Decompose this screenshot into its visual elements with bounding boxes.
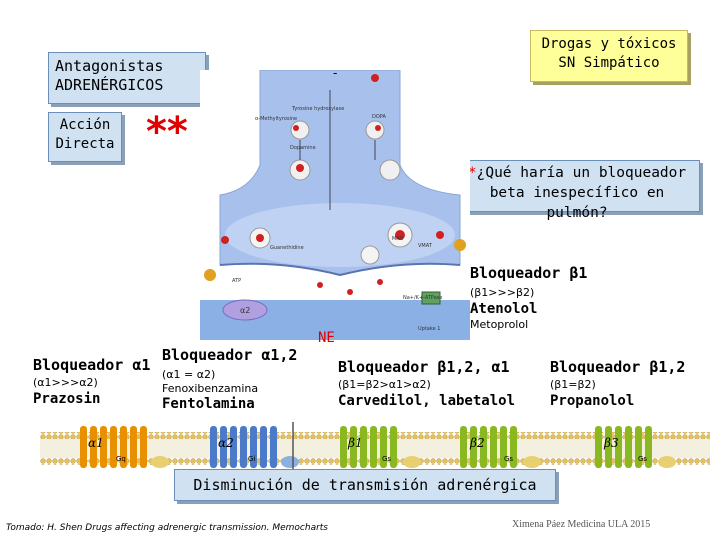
drug-group-beta12-alpha1-drug: Carvedilol, labetalol [338,393,516,409]
synapse-label-1: Tyrosine hydroxylase [292,106,345,112]
receptor-marker [371,74,379,82]
drug-group-beta12-alpha1-title: Bloqueador β1,2, α1 [338,358,510,376]
alpha2-presynaptic-receptor [222,299,268,321]
synapse-label-10: VMAT [418,243,432,249]
presynaptic-membrane [219,262,461,277]
ne-dot-5 [256,234,264,242]
vesicle-2 [365,120,385,140]
drug-group-beta12-sub: (β1=β2) [550,378,596,391]
drug-group-beta12-title: Bloqueador β1,2 [550,358,686,376]
synapse-minus: - [333,66,338,80]
ne-dot-10 [436,231,444,239]
ne-dot-6 [317,282,323,288]
receptor-g-beta1: Gs [382,455,392,463]
uptake-transporter [421,291,441,305]
synapse-label-6: ATP [232,278,242,284]
ion-pump-2 [454,239,466,251]
drug-group-beta12-alpha1-sub: (β1=β2>α1>α2) [338,378,431,391]
question-label: ¿Qué haría un bloqueador beta inespecífi… [476,165,687,221]
receptor-g-beta3: Gs [638,455,648,463]
terminal-inner [225,203,455,267]
drug-group-alpha12-drug: Fentolamina [162,396,255,412]
drug-group-beta1-sub: (β1>>>β2) [470,286,535,299]
title-box: Antagonistas ADRENÉRGICOS [48,52,206,104]
drug-group-beta1: Bloqueador β1 (β1>>>β2) Atenolol Metopro… [470,264,610,331]
red-stars: ** [146,109,188,155]
drug-group-beta12: Bloqueador β1,2 (β1=β2) Propanolol [550,358,710,409]
receptor-g-alpha2: Gi [248,455,256,463]
receptor-label-alpha1: α1 [88,436,104,450]
ne-dot-1 [293,125,299,131]
synapse-label-9: α2 [240,306,251,315]
receptor-label-beta3: β3 [604,436,619,450]
ne-label: NE [318,330,335,346]
receptor-label-alpha2: α2 [218,436,234,450]
drug-group-alpha12-sub: (α1 = α2) [162,368,216,381]
conclusion-box: Disminución de transmisión adrenérgica [174,469,556,501]
receptor-label-beta1: β1 [348,436,363,450]
synapse-label-11: MAO [392,236,404,242]
vesicle-4 [379,159,401,181]
drug-group-alpha12-title: Bloqueador α1,2 [162,346,298,364]
receptor-alpha1 [80,426,169,468]
drug-group-alpha1: Bloqueador α1 (α1>>>α2) Prazosin [33,356,153,407]
drug-group-beta1-title: Bloqueador β1 [470,264,588,282]
question-star: * [467,165,477,181]
drug-group-alpha1-drug: Prazosin [33,391,101,407]
synapse-label-5: Guanethidine [270,245,304,251]
receptor-label-beta2: β2 [470,436,485,450]
synapse-label-3: Dopamine [290,145,316,151]
synapse-label-4: α-Methyltyrosine [255,116,298,122]
drug-group-beta1-drug: Atenolol [470,301,538,317]
drogas-box: Drogas y tóxicos SN Simpático [530,30,688,82]
ion-pump-1 [204,269,216,281]
title-text: Antagonistas ADRENÉRGICOS [55,57,164,94]
synapse-diagram [200,70,470,340]
receptor-strip [40,422,710,474]
conclusion-text: Disminución de transmisión adrenérgica [193,476,537,494]
drug-group-beta12-alpha1: Bloqueador β1,2, α1 (β1=β2>α1>α2) Carved… [338,358,538,409]
accion-directa-box: Acción Directa [48,112,122,162]
ne-dot-9 [221,236,229,244]
accion-directa-text: Acción Directa [55,117,115,152]
receptor-beta2 [460,426,541,468]
drug-group-beta12-drug: Propanolol [550,393,635,409]
synapse-label-7: Na+/K+-ATPase [403,295,443,301]
ne-dot-8 [377,279,383,285]
drogas-text: Drogas y tóxicos SN Simpático [541,36,677,71]
receptor-beta1 [340,426,421,468]
receptor-alpha2 [210,426,299,468]
ne-dot-4 [395,230,405,240]
drug-group-beta1-drug2: Metoprolol [470,318,529,331]
receptor-g-alpha1: Gq [116,455,126,463]
drug-group-alpha12: Bloqueador α1,2 (α1 = α2) Fenoxibenzamin… [162,346,312,412]
drug-group-alpha1-title: Bloqueador α1 [33,356,151,374]
vesicle-1 [290,120,310,140]
source-footer: Tomado: H. Shen Drugs affecting adrenerg… [6,523,329,533]
drug-group-alpha1-sub: (α1>>>α2) [33,376,98,389]
receptor-beta3 [595,426,676,468]
ne-dot-2 [375,125,381,131]
question-text: *¿Qué haría un bloqueador beta inespecíf… [455,161,699,225]
ne-dot-7 [347,289,353,295]
vesicle-7 [360,245,380,265]
credit-footer: Ximena Páez Medicina ULA 2015 [512,519,651,530]
ne-dot-3 [296,164,304,172]
receptor-g-beta2: Gs [504,455,514,463]
drug-group-alpha12-drug2: Fenoxibenzamina [162,382,259,395]
synapse-label-8: Uptake 1 [418,326,441,332]
synapse-label-2: DOPA [372,114,386,120]
question-box: *¿Qué haría un bloqueador beta inespecíf… [454,160,700,221]
